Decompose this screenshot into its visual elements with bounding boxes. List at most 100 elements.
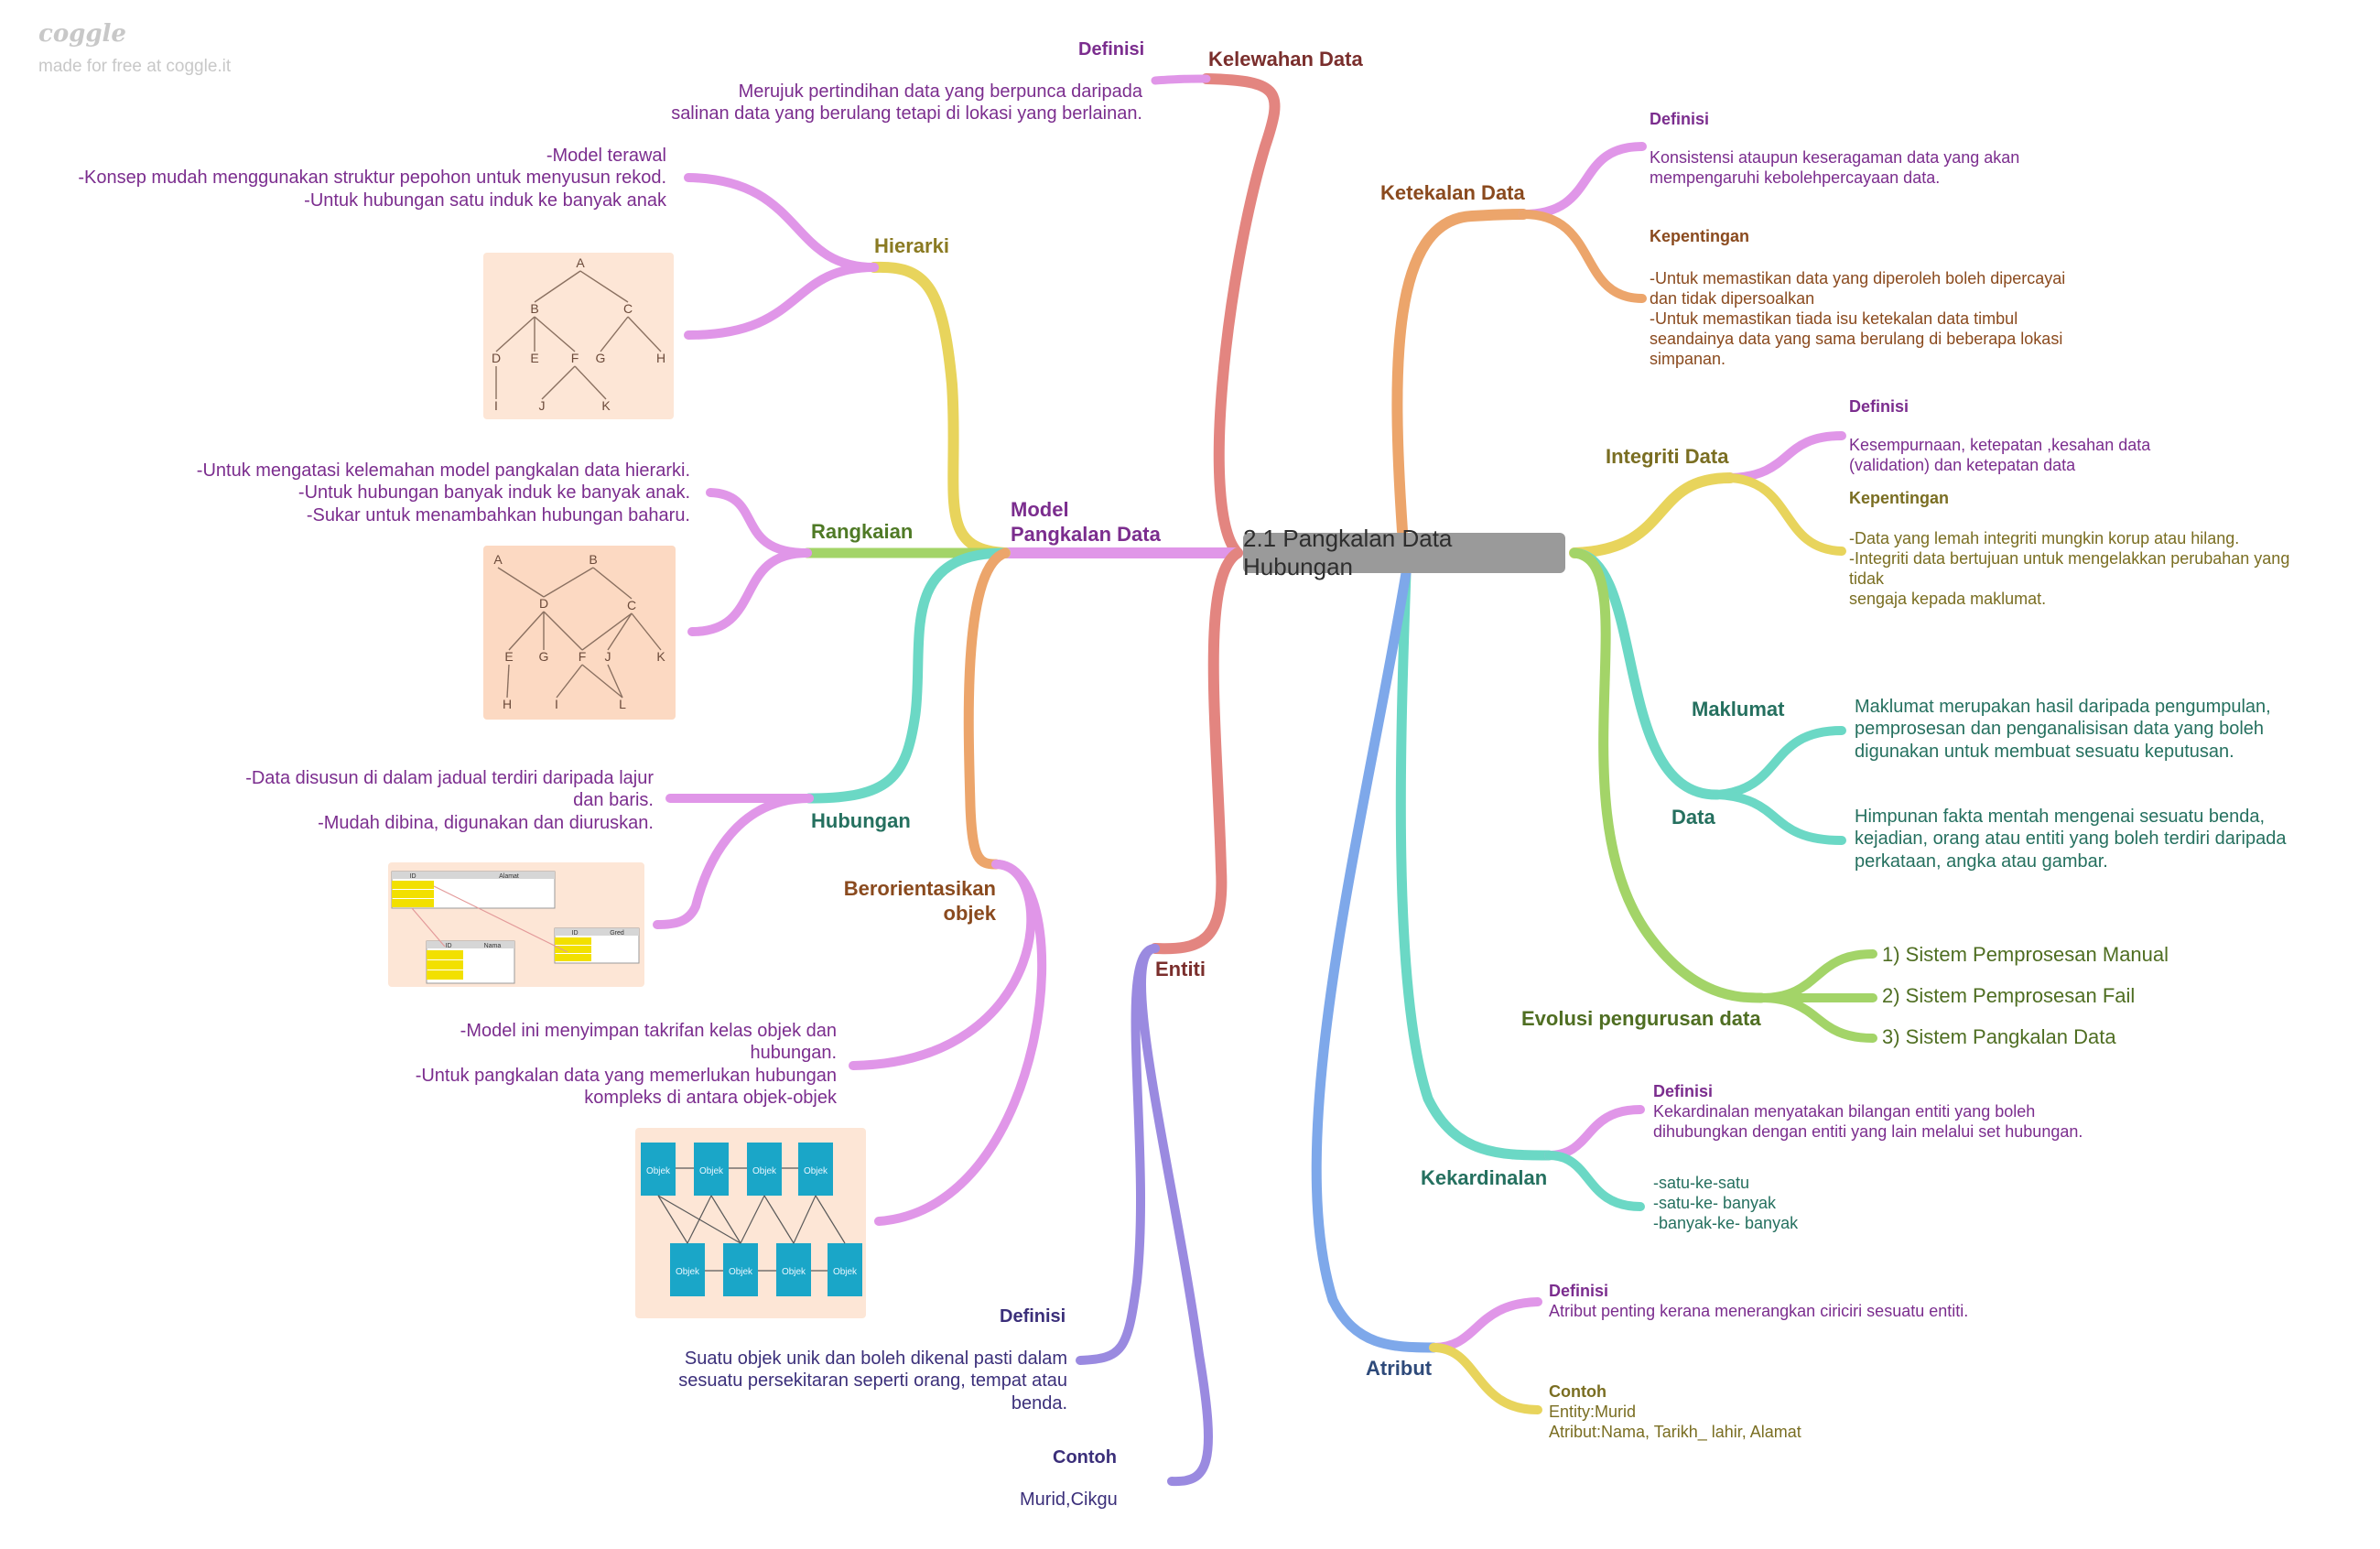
- objek-link: [710, 1195, 741, 1244]
- integriti-kepentingan-text: -Data yang lemah integriti mungkin korup…: [1849, 529, 2290, 608]
- hierarki-tree-letter: C: [623, 301, 633, 316]
- branch-kelewahan: [1201, 73, 1281, 558]
- branch-berorientasi: [963, 547, 1011, 870]
- hierarki-tree-edge: [600, 316, 629, 352]
- ketekalan-definisi-text: Konsistensi ataupun keseragaman data yan…: [1650, 148, 2020, 187]
- rangkaian-network-letter: D: [539, 596, 548, 611]
- kekardinalan-types-text: -satu-ke-satu -satu-ke- banyak -banyak-k…: [1653, 1174, 1799, 1232]
- rangkaian-network-letter: B: [589, 552, 597, 567]
- objek-box: [798, 1143, 833, 1196]
- branch-entiti-contoh: [1137, 944, 1213, 1487]
- rangkaian-network-letter: I: [555, 697, 558, 711]
- node-hierarki[interactable]: Hierarki: [874, 234, 949, 257]
- hierarki-tree-edge: [495, 316, 536, 352]
- node-ketekalan-definisi[interactable]: Definisi: [1650, 110, 1710, 128]
- objek-link: [793, 1195, 817, 1244]
- objek-box: [747, 1143, 782, 1196]
- objek-box-label: Objek: [646, 1166, 671, 1176]
- rangkaian-network-letter: L: [619, 697, 626, 711]
- hubungan-table-2-key-cell: [555, 937, 591, 945]
- node-hubungan[interactable]: Hubungan: [811, 809, 911, 832]
- node-entiti[interactable]: Entiti: [1155, 958, 1206, 980]
- node-integriti-data[interactable]: Integriti Data: [1606, 445, 1729, 468]
- atribut-contoh-text: Entity:Murid Atribut:Nama, Tarikh_ lahir…: [1549, 1403, 1801, 1441]
- objek-link: [657, 1195, 688, 1244]
- branch-hierarki: [869, 261, 1011, 558]
- evolusi-item-2[interactable]: 2) Sistem Pemprosesan Fail: [1882, 984, 2136, 1007]
- node-integriti-definisi[interactable]: Definisi: [1849, 397, 1909, 416]
- node-entiti-contoh[interactable]: Contoh: [1053, 1447, 1117, 1468]
- objek-box: [723, 1243, 758, 1296]
- hubungan-table-2-key-cell: [555, 946, 591, 953]
- hubungan-relation-line: [411, 907, 446, 948]
- central-node[interactable]: 2.1 Pangkalan Data Hubungan: [1243, 525, 1565, 580]
- objek-box-label: Objek: [676, 1267, 700, 1277]
- hierarki-tree-edge: [579, 270, 629, 303]
- entiti-definisi-text: Suatu objek unik dan boleh dikenal pasti…: [678, 1349, 1067, 1414]
- hierarki-tree-letter: D: [492, 351, 501, 365]
- node-model-pangkalan-data[interactable]: Model Pangkalan Data: [1011, 498, 1161, 546]
- node-kelewahan-definisi[interactable]: Definisi: [1078, 39, 1145, 60]
- evolusi-item-1[interactable]: 1) Sistem Pemprosesan Manual: [1882, 943, 2169, 966]
- branch-kekardinalan: [1395, 568, 1554, 1161]
- objek-link: [763, 1195, 795, 1244]
- hubungan-table-3-header: ID: [446, 943, 452, 949]
- node-maklumat[interactable]: Maklumat: [1692, 698, 1785, 720]
- hubungan-table-1-header: Alamat: [499, 873, 519, 880]
- branch-ketekalan: [1391, 209, 1529, 536]
- hubungan-table-3-key-cell: [427, 950, 463, 959]
- rangkaian-network-letter: C: [627, 598, 636, 612]
- node-integriti-kepentingan[interactable]: Kepentingan: [1849, 489, 1950, 507]
- hubungan-table-2-header: Gred: [610, 930, 624, 937]
- rangkaian-network-letter: G: [539, 649, 549, 664]
- node-rangkaian[interactable]: Rangkaian: [811, 520, 914, 543]
- hubungan-table-3-header-row: [427, 941, 514, 948]
- hubungan-text: -Data disusun di dalam jadual terdiri da…: [245, 768, 654, 833]
- branch-evolusi: [1569, 547, 1767, 1003]
- hubungan-table-1-key-cell: [392, 881, 434, 889]
- rangkaian-network-letter: E: [504, 649, 513, 664]
- rangkaian-network-edge: [581, 664, 623, 699]
- hubungan-table-3-key-cell: [427, 970, 463, 980]
- node-atribut-contoh[interactable]: Contoh: [1549, 1382, 1606, 1401]
- node-evolusi-pengurusan-data[interactable]: Evolusi pengurusan data: [1521, 1007, 1761, 1030]
- node-atribut-definisi[interactable]: Definisi: [1549, 1282, 1609, 1300]
- branch-evolusi-3: [1757, 993, 1877, 1043]
- node-kekardinalan[interactable]: Kekardinalan: [1421, 1166, 1548, 1189]
- branch-hubungan-img: [653, 794, 814, 929]
- rangkaian-network-edge: [497, 567, 545, 598]
- node-ketekalan-data[interactable]: Ketekalan Data: [1380, 181, 1525, 204]
- evolusi-item-3[interactable]: 3) Sistem Pangkalan Data: [1882, 1025, 2116, 1048]
- branch-ketekalan-definisi: [1519, 142, 1647, 219]
- hierarki-text: -Model terawal -Konsep mudah menggunakan…: [78, 146, 666, 211]
- node-kelewahan-data[interactable]: Kelewahan Data: [1208, 48, 1363, 70]
- hierarki-tree-letter: J: [539, 398, 546, 413]
- branch-hierarki-img: [684, 263, 879, 340]
- rangkaian-text: -Untuk mengatasi kelemahan model pangkal…: [196, 460, 690, 525]
- integriti-definisi-text: Kesempurnaan, ketepatan ,kesahan data (v…: [1849, 436, 2151, 474]
- hierarki-tree-letter: K: [601, 398, 611, 413]
- node-atribut[interactable]: Atribut: [1366, 1357, 1433, 1380]
- objek-box-label: Objek: [804, 1166, 828, 1176]
- hierarki-tree-letter: H: [656, 351, 665, 365]
- rangkaian-network-edge: [543, 567, 594, 598]
- node-data[interactable]: Data: [1671, 806, 1715, 829]
- rangkaian-network-letter: K: [656, 649, 665, 664]
- node-ketekalan-kepentingan[interactable]: Kepentingan: [1650, 227, 1750, 245]
- objek-link: [815, 1195, 846, 1244]
- data-text: Himpunan fakta mentah mengenai sesuatu b…: [1855, 807, 2287, 872]
- rangkaian-network-edge: [581, 612, 633, 651]
- hubungan-table-2-header: ID: [572, 930, 579, 937]
- rangkaian-network-letter: A: [493, 552, 503, 567]
- rangkaian-network-edge: [543, 611, 583, 651]
- node-entiti-definisi[interactable]: Definisi: [1000, 1306, 1066, 1327]
- node-berorientasikan-objek[interactable]: Berorientasikan objek: [843, 877, 996, 925]
- branch-maklumat: [1713, 726, 1846, 799]
- rangkaian-network-edge: [607, 664, 623, 699]
- node-kekardinalan-definisi[interactable]: Definisi: [1653, 1082, 1714, 1100]
- branch-rangkaian-img: [687, 548, 812, 636]
- coggle-logo: coggle: [38, 20, 126, 48]
- rangkaian-network-edge: [592, 567, 633, 600]
